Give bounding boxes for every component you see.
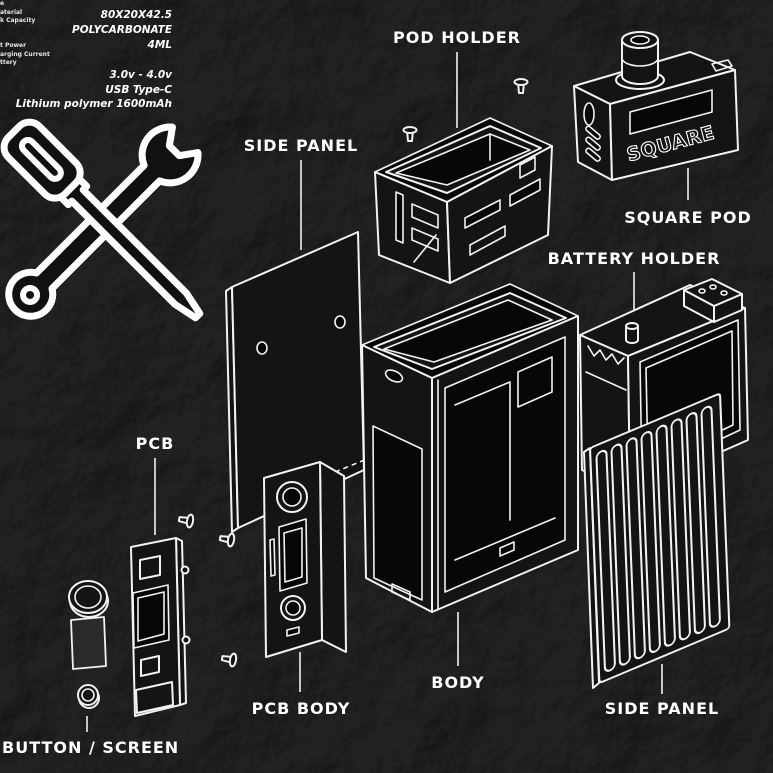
pcb-body-screen-window: [278, 518, 308, 592]
part-labels: POD HOLDER SIDE PANEL SQUARE POD BATTERY…: [2, 28, 751, 757]
spec-row-label: k Capacity: [0, 17, 35, 24]
assembly-guide-line: [334, 456, 373, 473]
leader-lines: [86, 52, 689, 732]
panel-hole: [256, 341, 268, 355]
pod-window: [629, 89, 713, 135]
square-pod: SQUARE: [573, 31, 739, 181]
pcb-usb-port: [135, 681, 174, 714]
spec-value: 4ML: [147, 39, 172, 51]
pcb-board: [130, 537, 191, 717]
panel-rib: [595, 449, 616, 672]
adjust-button: [77, 684, 100, 709]
body-side-slot: [384, 369, 404, 383]
screw-icon: [220, 652, 238, 668]
label-pcb: PCB: [136, 434, 175, 453]
panel-rib: [700, 405, 721, 628]
label-side-panel-left: SIDE PANEL: [244, 136, 358, 155]
label-pod-holder: POD HOLDER: [393, 28, 521, 47]
side-panel-right: [583, 393, 731, 689]
panel-rib: [655, 424, 676, 647]
pod-holder: [374, 117, 553, 284]
spec-row-label: t Power: [0, 42, 26, 49]
label-side-panel-right: SIDE PANEL: [605, 699, 719, 718]
body-frame: [361, 283, 579, 613]
spec-value: Lithium polymer 1600mAh: [16, 98, 172, 110]
button-screen-parts: [68, 580, 109, 709]
pcb-screen: [132, 584, 170, 649]
screen-lens: [70, 616, 107, 670]
label-pcb-body: PCB BODY: [252, 699, 351, 718]
screwdriver-wrench-icon: [0, 118, 204, 322]
label-button-screen: BUTTON / SCREEN: [2, 738, 179, 757]
label-battery-holder: BATTERY HOLDER: [548, 249, 721, 268]
spec-row-label: e: [0, 0, 4, 7]
body-side-window: [372, 425, 423, 601]
panel-rib: [610, 443, 631, 666]
screwdriver-icon: [0, 118, 204, 322]
screw-icon: [402, 126, 418, 142]
spec-row-label: arging Current: [0, 51, 50, 58]
screw-icon: [218, 532, 236, 548]
panel-rib: [640, 430, 661, 653]
battery-top-connector: [683, 278, 743, 323]
body-opening: [444, 336, 566, 593]
panel-hole: [334, 315, 346, 329]
pcb-component: [140, 655, 160, 677]
spec-value: USB Type-C: [105, 84, 172, 96]
screw-icon: [513, 78, 529, 94]
pcb-body: [263, 461, 347, 658]
spec-sheet: e aterial k Capacity t Power arging Curr…: [0, 0, 173, 110]
mouthpiece: [615, 31, 665, 90]
fire-button: [68, 580, 109, 618]
battery-post: [625, 322, 639, 344]
pcb-component: [139, 555, 161, 580]
spec-value: POLYCARBONATE: [72, 24, 173, 36]
side-panel-left: [225, 231, 365, 533]
panel-rib: [625, 437, 646, 660]
spec-row-label: ttery: [0, 59, 17, 66]
panel-rib: [685, 412, 706, 635]
label-body: BODY: [431, 673, 485, 692]
label-square-pod: SQUARE POD: [624, 208, 751, 227]
panel-rib: [670, 418, 691, 641]
spec-row-label: aterial: [0, 9, 22, 16]
pod-side-oval: [583, 102, 595, 126]
body-inner-slot: [517, 356, 553, 408]
spec-value: 80X20X42.5: [101, 9, 172, 21]
screw-icon: [177, 513, 195, 529]
spec-value: 3.0v - 4.0v: [109, 69, 173, 81]
